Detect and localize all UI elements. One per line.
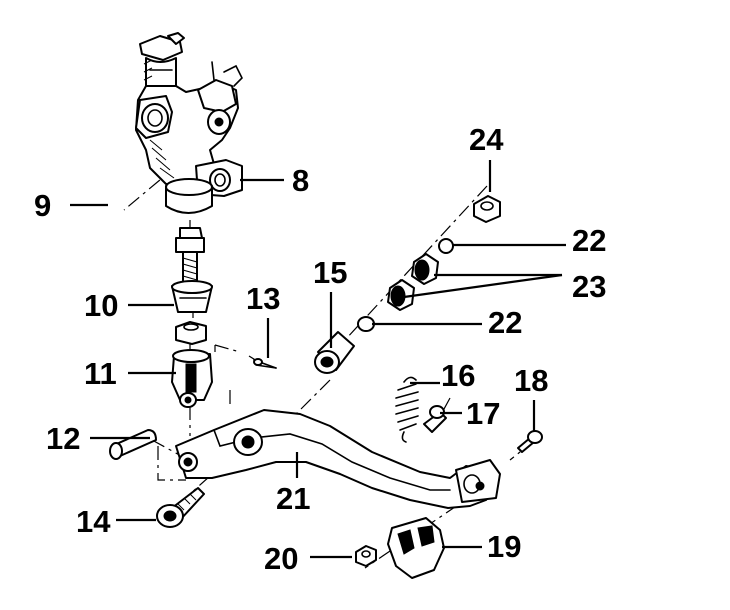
- brake-pedal: [175, 409, 501, 509]
- washer-upper: [438, 238, 454, 254]
- screw-18: [517, 430, 543, 453]
- callout-13: 13: [246, 281, 280, 316]
- callout-17: 17: [466, 396, 500, 431]
- callout-15: 15: [313, 255, 347, 290]
- callout-23: 23: [572, 269, 606, 304]
- clevis: [171, 349, 213, 408]
- rubber-bush-upper: [411, 253, 439, 285]
- callout-12: 12: [46, 421, 80, 456]
- clevis-pin: [109, 429, 157, 460]
- callout-22-upper: 22: [572, 223, 606, 258]
- callout-24: 24: [469, 122, 504, 157]
- lock-nut: [175, 321, 207, 345]
- callout-8: 8: [292, 163, 309, 198]
- bushing: [314, 331, 355, 374]
- callout-10: 10: [84, 288, 118, 323]
- washer-lower: [357, 316, 375, 332]
- callout-22-lower: 22: [488, 305, 522, 340]
- return-spring: [395, 376, 419, 443]
- split-pin: [253, 358, 277, 369]
- leader-lines: [70, 160, 566, 559]
- callout-9: 9: [34, 188, 51, 223]
- callout-labels: 8 9 10 11 12 13 14 15 16 17 18 19 20 21 …: [34, 122, 606, 576]
- foot-pad: [387, 517, 445, 579]
- callout-18: 18: [514, 363, 548, 398]
- callout-16: 16: [441, 358, 475, 393]
- push-rod: [175, 227, 205, 285]
- callout-20: 20: [264, 541, 298, 576]
- callout-21: 21: [276, 481, 310, 516]
- callout-11: 11: [84, 356, 117, 391]
- nut-24: [473, 195, 501, 223]
- rubber-boot: [171, 280, 213, 313]
- master-cylinder: [135, 32, 243, 214]
- callout-19: 19: [487, 529, 521, 564]
- rubber-bush-lower: [387, 279, 415, 311]
- nut-20: [355, 545, 377, 567]
- pivot-bolt: [156, 487, 205, 528]
- spring-bolt: [423, 405, 447, 433]
- callout-14: 14: [76, 504, 111, 539]
